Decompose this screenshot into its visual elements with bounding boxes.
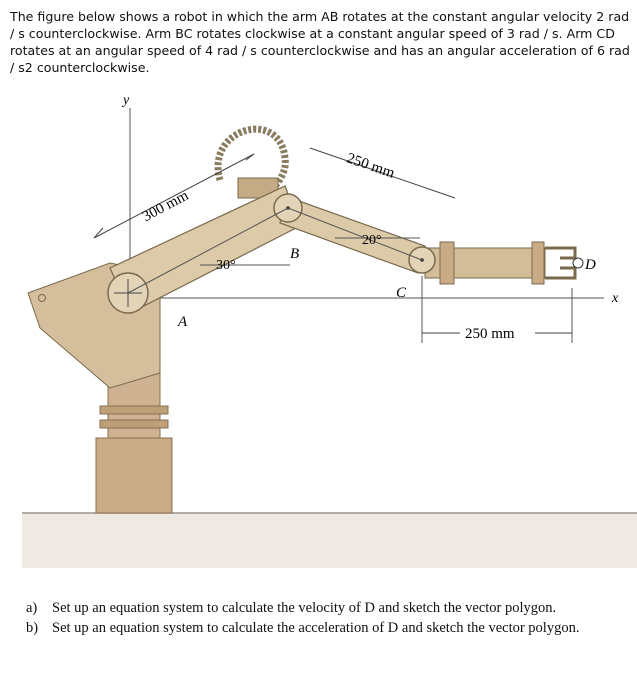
point-a-label: A	[177, 314, 188, 330]
problem-statement: The figure below shows a robot in which …	[10, 9, 630, 75]
length-cd-label: 250 mm	[465, 326, 515, 342]
question-b: b) Set up an equation system to calculat…	[26, 618, 626, 638]
floor	[22, 513, 637, 568]
question-b-text: Set up an equation system to calculate t…	[52, 620, 580, 636]
robot-arm-figure: y x	[0, 88, 637, 568]
point-d-marker	[572, 257, 584, 269]
point-b-label: B	[290, 246, 299, 262]
length-ab-label: 300 mm	[140, 188, 192, 226]
cable-loop	[214, 125, 289, 203]
question-b-label: b)	[26, 620, 39, 636]
questions-list: a) Set up an equation system to calculat…	[26, 598, 626, 638]
y-axis-label: y	[121, 93, 130, 108]
question-a-label: a)	[26, 600, 38, 616]
question-a-text: Set up an equation system to calculate t…	[52, 600, 557, 616]
x-axis-label: x	[611, 291, 619, 306]
question-a: a) Set up an equation system to calculat…	[26, 598, 626, 618]
point-d-label: D	[584, 257, 596, 273]
robot-diagram: y x	[22, 93, 637, 568]
point-c-label: C	[396, 285, 407, 301]
angle-bc-label: 20°	[362, 233, 382, 248]
angle-ab-label: 30°	[216, 258, 236, 273]
length-bc-label: 250 mm	[344, 150, 396, 181]
